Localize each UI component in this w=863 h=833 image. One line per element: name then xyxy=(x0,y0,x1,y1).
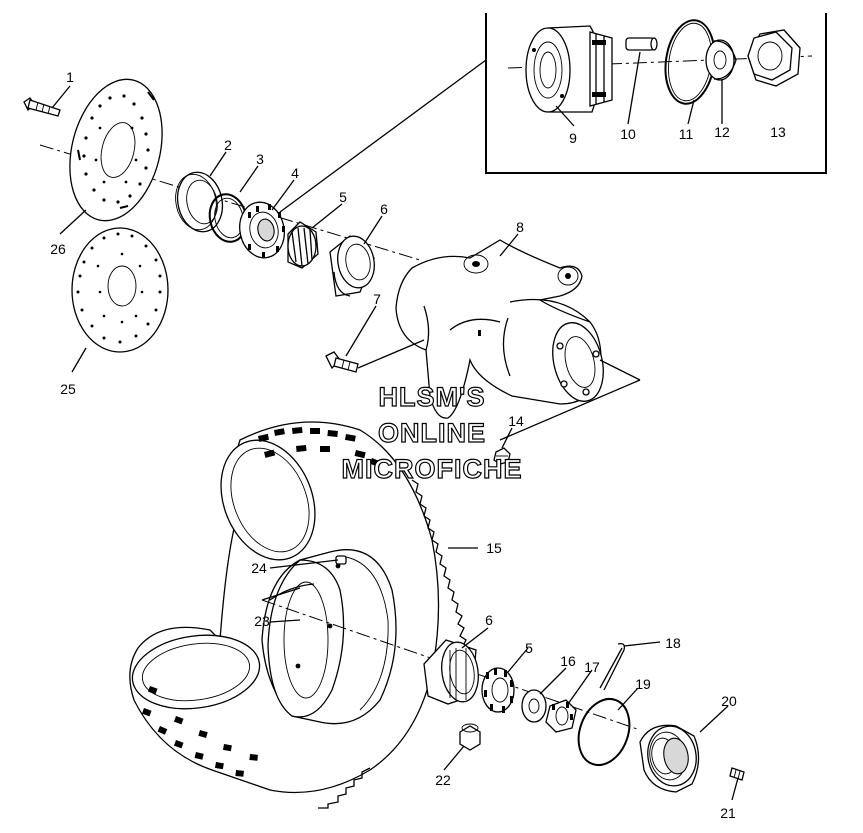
callout-6: 6 xyxy=(380,201,388,217)
o-ring-part-19 xyxy=(577,698,631,766)
washer-part-16 xyxy=(521,689,547,723)
drive-hub-part-9 xyxy=(525,25,613,113)
watermark: HLSM'S ONLINE MICROFICHE xyxy=(341,381,523,484)
nut-part-13 xyxy=(747,29,801,87)
watermark-line-1: HLSM'S xyxy=(379,382,486,412)
callout-4: 4 xyxy=(291,165,299,181)
tapered-roller-part-5-lower xyxy=(481,667,515,713)
callout-23: 23 xyxy=(254,613,270,629)
knuckle-part-8 xyxy=(395,239,604,419)
callout-7: 7 xyxy=(373,291,381,307)
watermark-line-2: ONLINE xyxy=(378,418,486,448)
callout-22: 22 xyxy=(435,772,451,788)
callout-13: 13 xyxy=(770,124,786,140)
callout-15: 15 xyxy=(486,540,502,556)
callout-25: 25 xyxy=(60,381,76,397)
lower-axis-line xyxy=(261,599,641,731)
pin-part-10 xyxy=(625,37,658,51)
callout-5: 5 xyxy=(339,189,347,205)
nut-part-14 xyxy=(493,447,511,465)
callout-11: 11 xyxy=(679,126,694,142)
callout-10: 10 xyxy=(620,126,636,142)
hub-cap-part-20 xyxy=(639,724,700,793)
washer-part-12 xyxy=(705,39,737,81)
race-cup-part-6-upper xyxy=(329,235,375,297)
callout-21: 21 xyxy=(720,805,736,821)
callout-12: 12 xyxy=(714,124,730,140)
callout-2: 2 xyxy=(224,137,232,153)
callout-5-lower: 5 xyxy=(525,640,533,656)
cotter-pin-part-18 xyxy=(599,641,661,691)
castle-nut-part-17 xyxy=(545,699,577,733)
screw-part-21 xyxy=(729,767,745,781)
callout-18: 18 xyxy=(665,635,681,651)
callout-14: 14 xyxy=(508,413,524,429)
brake-disc-part-25 xyxy=(71,227,169,353)
callout-6-lower: 6 xyxy=(485,612,493,628)
tapered-roller-part-5-upper xyxy=(287,221,319,269)
callout-labels: 1 2 3 4 5 6 7 8 9 10 11 12 13 14 15 5 6 … xyxy=(50,69,786,821)
inset-detail-box xyxy=(279,13,827,213)
callout-8: 8 xyxy=(516,219,524,235)
callout-3: 3 xyxy=(256,151,264,167)
bearing-part-4 xyxy=(239,201,285,259)
callout-16: 16 xyxy=(560,653,576,669)
rim-part-23 xyxy=(261,549,397,725)
callout-1: 1 xyxy=(66,69,74,85)
callout-20: 20 xyxy=(721,693,737,709)
race-cup-part-6-lower xyxy=(423,639,479,705)
lug-nut-part-22 xyxy=(459,723,481,751)
bolt-part-1 xyxy=(23,97,61,117)
callout-9: 9 xyxy=(569,130,577,146)
leader-lines xyxy=(51,51,739,801)
brake-disc-part-26 xyxy=(69,78,163,222)
callout-19: 19 xyxy=(635,676,651,692)
watermark-line-3: MICROFICHE xyxy=(342,454,523,484)
callout-24: 24 xyxy=(251,560,267,576)
seal-part-2 xyxy=(175,171,224,233)
callout-26: 26 xyxy=(50,241,66,257)
bolt-part-7 xyxy=(325,339,425,373)
callout-17: 17 xyxy=(584,659,600,675)
